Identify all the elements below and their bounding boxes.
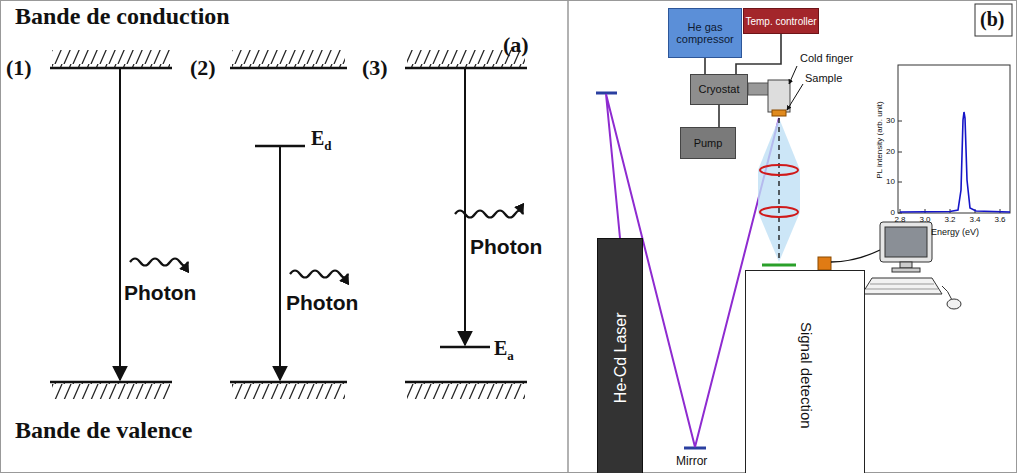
part-label: Cold finger (800, 53, 853, 64)
detector (818, 257, 831, 270)
level-label: Ed (311, 128, 332, 152)
pump-box: Pump (680, 127, 736, 159)
transition-arrow (464, 69, 466, 345)
tick-label: 0 (891, 209, 895, 217)
panel-tag-box (975, 4, 1012, 36)
tick-label: 3.2 (944, 216, 955, 224)
node-text: He gas compressor (669, 21, 741, 45)
part-label: Sample (805, 73, 842, 84)
tick-label: 2.8 (894, 216, 905, 224)
callout-number: (1) (6, 57, 32, 79)
cryostat-arm (748, 83, 770, 95)
photon-label: Photon (470, 236, 542, 257)
connector (736, 34, 781, 74)
controller-box: Temp. controller (743, 8, 819, 34)
node-text: He-Cd Laser (611, 313, 629, 404)
cold-finger (768, 80, 790, 112)
tick-label: 3.6 (994, 216, 1005, 224)
filter (762, 264, 796, 267)
tick-label: 30 (886, 117, 895, 125)
callout-number: (3) (362, 57, 388, 79)
photon-wave (130, 211, 523, 278)
compressor-box: He gas compressor (668, 8, 742, 58)
level-label: Ea (494, 338, 514, 362)
sample (772, 110, 786, 116)
lens (760, 207, 798, 217)
panel-tag: (a) (503, 34, 529, 56)
laser-box: He-Cd Laser (597, 238, 643, 473)
callout-number: (2) (190, 57, 216, 79)
tick-label: 20 (886, 148, 895, 156)
band-label: Bande de valence (15, 418, 192, 442)
panel-tag: (b) (980, 9, 1004, 29)
lens (760, 165, 798, 175)
tick-label: 3.0 (919, 216, 930, 224)
leader-line (787, 84, 803, 110)
axis-title: PL intensity (arb. unit) (876, 101, 884, 179)
donor-level (255, 145, 305, 148)
node-text: Pump (694, 137, 723, 149)
axis-title: Energy (eV) (931, 228, 979, 237)
optical-axis (778, 118, 779, 262)
leader-line (789, 66, 797, 84)
photon-label: Photon (124, 282, 196, 303)
connector (718, 105, 720, 127)
node-text: Cryostat (699, 83, 740, 95)
node-text: Signal detection (797, 322, 814, 429)
transition-arrow (279, 147, 281, 380)
band-label: Bande de conduction (15, 4, 230, 28)
valence-band (50, 382, 527, 399)
part-label: Mirror (676, 455, 707, 467)
detection-box: Signal detection (745, 270, 865, 473)
cryostat-box: Cryostat (690, 74, 748, 105)
pl-spectrum (898, 65, 1010, 213)
tick-label: 3.4 (969, 216, 980, 224)
photon-label: Photon (286, 292, 358, 313)
conduction-band (50, 50, 527, 68)
tick-label: 10 (886, 178, 895, 186)
acceptor-level (440, 346, 490, 349)
cable (831, 250, 880, 262)
node-text: Temp. controller (745, 16, 816, 27)
transition-arrow (119, 69, 121, 380)
light-cone (758, 118, 800, 262)
connector (704, 58, 706, 74)
